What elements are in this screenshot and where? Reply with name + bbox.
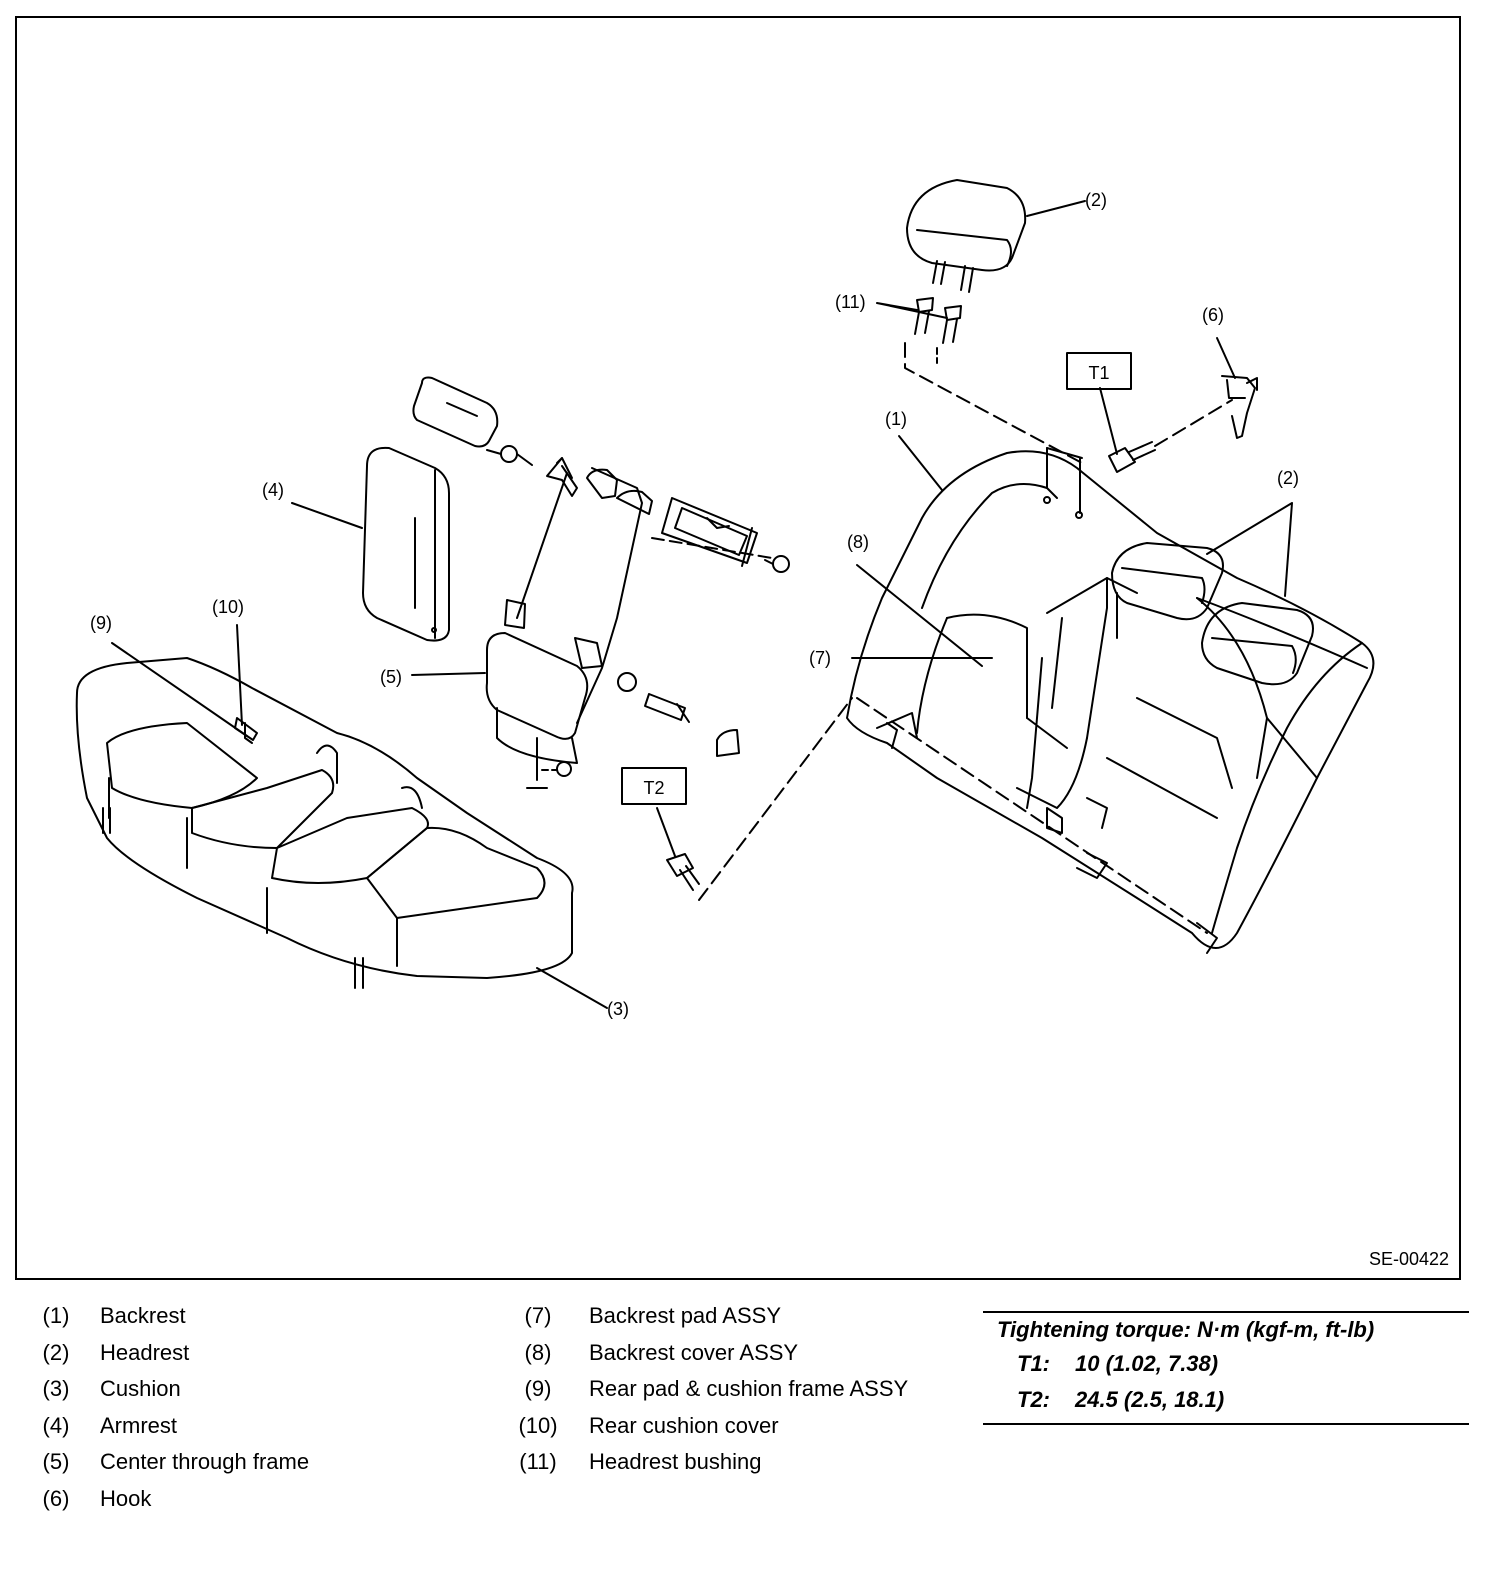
legend-item: (4) Armrest — [34, 1413, 474, 1450]
exploded-diagram: T1 T2 (2) (11) (6) (1) (2) (8) (7) (4) (… — [15, 16, 1461, 1280]
legend-label: Rear cushion cover — [589, 1412, 779, 1438]
callout-4: (4) — [262, 480, 284, 500]
legend-item: (7) Backrest pad ASSY — [516, 1303, 976, 1340]
callout-2-top: (2) — [1085, 190, 1107, 210]
legend-item: (10) Rear cushion cover — [516, 1413, 976, 1450]
legend-item: (11) Headrest bushing — [516, 1449, 976, 1486]
callout-2-right: (2) — [1277, 468, 1299, 488]
legend-number: (7) — [524, 1303, 552, 1328]
callout-leaders — [111, 200, 1293, 1009]
installed-headrests — [1111, 542, 1314, 686]
fastener-bolts — [486, 445, 790, 777]
torque-table: Tightening torque: N·m (kgf-m, ft-lb) T1… — [983, 1311, 1469, 1425]
legend-number: (3) — [42, 1376, 70, 1401]
torque-key: T2: — [1017, 1387, 1050, 1412]
legend-number: (10) — [518, 1412, 558, 1438]
parts-legend-left: (1) Backrest (2) Headrest (3) Cushion (4… — [34, 1303, 474, 1522]
legend-number: (11) — [519, 1449, 557, 1474]
legend-label: Headrest — [100, 1339, 190, 1365]
armrest-pad-part — [412, 376, 499, 448]
callout-3: (3) — [607, 999, 629, 1019]
figure-id: SE-00422 — [1368, 1249, 1449, 1269]
callout-5: (5) — [380, 667, 402, 687]
center-through-frame-part — [485, 467, 653, 789]
legend-number: (1) — [42, 1303, 70, 1328]
cushion-part — [75, 657, 574, 989]
legend-label: Backrest pad ASSY — [589, 1303, 781, 1328]
legend-item: (1) Backrest — [34, 1303, 474, 1340]
legend-item: (5) Center through frame — [34, 1449, 474, 1486]
legend-item: (8) Backrest cover ASSY — [516, 1340, 976, 1377]
legend-number: (5) — [42, 1449, 70, 1474]
legend-label: Backrest — [100, 1303, 186, 1328]
legend-label: Headrest bushing — [589, 1449, 762, 1474]
torque-row: T2: 24.5 (2.5, 18.1) — [983, 1387, 1469, 1423]
callout-8: (8) — [847, 532, 869, 552]
callout-9: (9) — [90, 613, 112, 633]
callout-6: (6) — [1202, 305, 1224, 325]
torque-row: T1: 10 (1.02, 7.38) — [983, 1351, 1469, 1387]
callout-1-right: (1) — [885, 409, 907, 429]
callout-11: (11) — [835, 292, 866, 312]
hook-part — [1221, 375, 1258, 439]
legend-item: (6) Hook — [34, 1486, 474, 1523]
headrest-bushings — [904, 297, 1083, 464]
callout-7: (7) — [809, 648, 831, 668]
legend-label: Center through frame — [100, 1449, 310, 1474]
legend-number: (4) — [42, 1412, 70, 1438]
legend-item: (3) Cushion — [34, 1376, 474, 1413]
legend-number: (6) — [42, 1485, 70, 1511]
backrest-part — [846, 447, 1375, 954]
legend-label: Hook — [100, 1485, 152, 1511]
legend-number: (2) — [42, 1339, 70, 1365]
legend-label: Cushion — [100, 1376, 181, 1401]
legend-number: (9) — [524, 1376, 552, 1401]
headrest-part — [906, 179, 1027, 293]
callout-10: (10) — [212, 597, 244, 617]
legend-label: Rear pad & cushion frame ASSY — [589, 1376, 909, 1401]
torque-value: 24.5 (2.5, 18.1) — [1075, 1387, 1225, 1412]
legend-item: (2) Headrest — [34, 1340, 474, 1377]
callout-t2: T2 — [643, 778, 664, 798]
t2-bolt — [666, 697, 853, 901]
armrest-part — [362, 446, 450, 642]
t1-box — [1066, 352, 1132, 390]
hinge-bracket-part — [546, 457, 758, 567]
torque-title: Tightening torque: N·m (kgf-m, ft-lb) — [997, 1317, 1375, 1342]
legend-label: Backrest cover ASSY — [589, 1339, 799, 1365]
torque-value: 10 (1.02, 7.38) — [1075, 1351, 1219, 1376]
legend-label: Armrest — [100, 1412, 177, 1438]
legend-number: (8) — [524, 1339, 552, 1365]
legend-item: (9) Rear pad & cushion frame ASSY — [516, 1376, 976, 1413]
parts-legend-right: (7) Backrest pad ASSY (8) Backrest cover… — [516, 1303, 976, 1486]
torque-key: T1: — [1017, 1351, 1050, 1376]
callout-t1: T1 — [1088, 363, 1109, 383]
t2-box — [621, 767, 687, 805]
t1-bolt — [1108, 399, 1233, 473]
